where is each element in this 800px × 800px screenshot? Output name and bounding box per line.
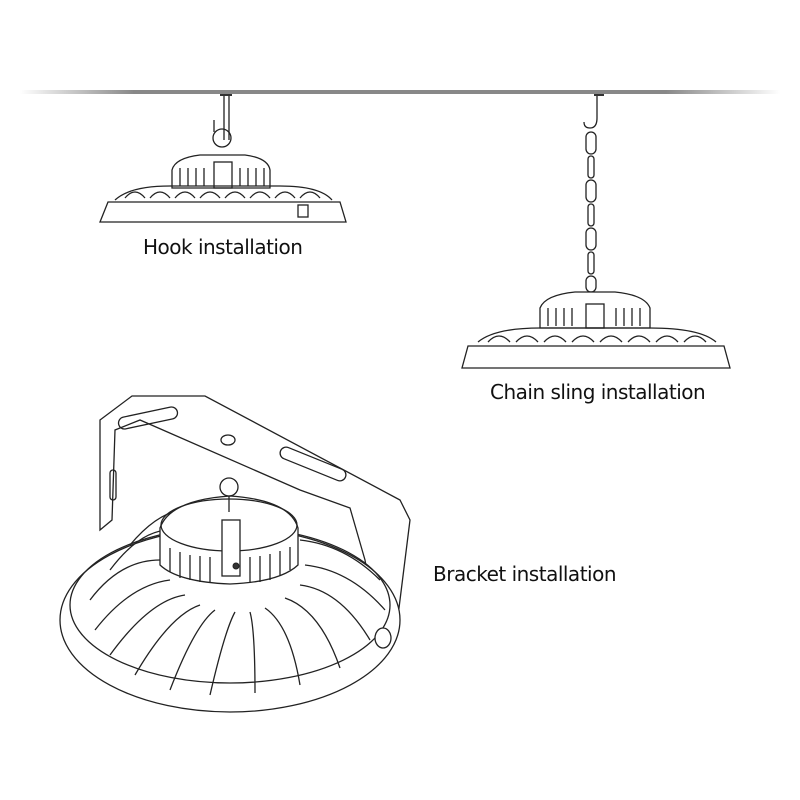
chain-lamp-drawing: [461, 94, 731, 369]
chain-sling-installation-label: Chain sling installation: [490, 380, 706, 404]
ceiling-line: [20, 90, 780, 94]
hook-lamp-drawing: [99, 94, 347, 223]
hook-installation-label: Hook installation: [143, 235, 303, 259]
bracket-installation-label: Bracket installation: [433, 562, 617, 586]
bracket-lamp-drawing: [59, 395, 411, 713]
